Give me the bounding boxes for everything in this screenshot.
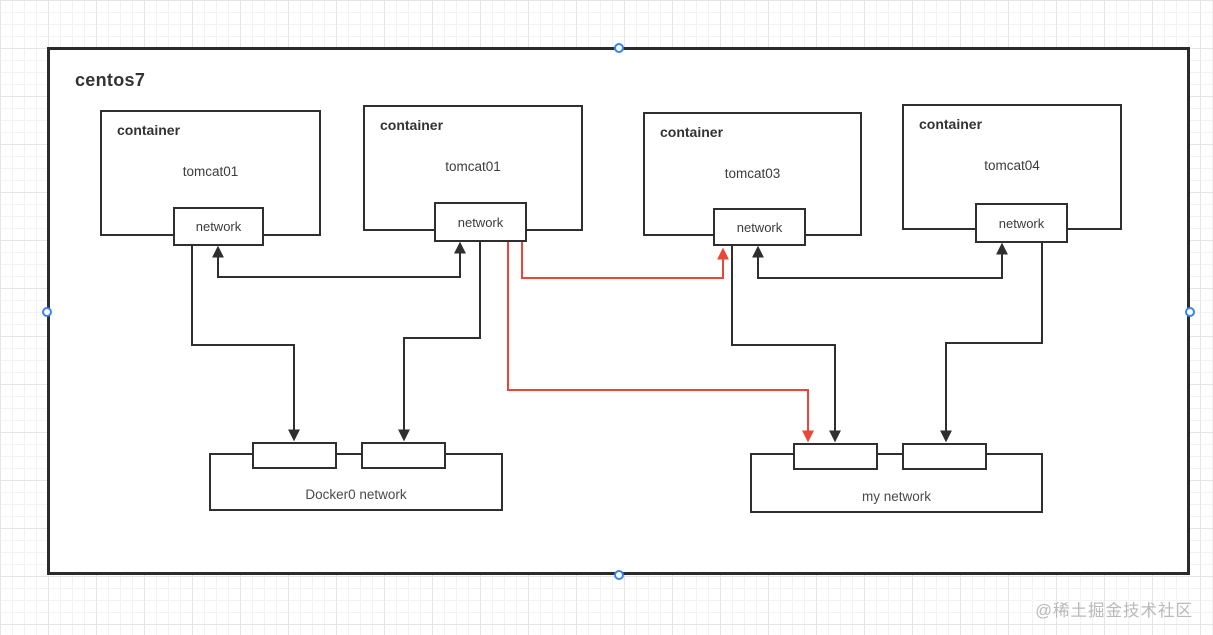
container-name: tomcat03: [724, 166, 781, 181]
bridge-port-docker0-right[interactable]: [361, 442, 446, 469]
watermark: @稀土掘金技术社区: [1035, 602, 1193, 620]
bridge-label: Docker0 network: [305, 487, 407, 502]
container-title: container: [117, 122, 181, 138]
container-title: container: [380, 117, 444, 133]
network-box-1[interactable]: network: [173, 207, 264, 246]
container-name: tomcat01: [445, 159, 501, 174]
container-name: tomcat04: [984, 158, 1040, 173]
container-title: container: [660, 124, 724, 140]
bridge-label: my network: [861, 489, 932, 504]
bridge-box-docker0-network[interactable]: Docker0 network: [209, 453, 503, 511]
network-box-2[interactable]: network: [434, 202, 527, 242]
container-name: tomcat01: [182, 164, 239, 179]
network-label: network: [736, 219, 783, 235]
bridge-port-mynetwork-right[interactable]: [902, 443, 987, 470]
bridge-port-mynetwork-left[interactable]: [793, 443, 878, 470]
selection-handle-bottom[interactable]: [614, 570, 624, 580]
bridge-port-docker0-left[interactable]: [252, 442, 337, 469]
selection-handle-left[interactable]: [42, 307, 52, 317]
selection-handle-top[interactable]: [614, 43, 624, 53]
network-label: network: [457, 214, 504, 230]
network-label: network: [998, 215, 1045, 231]
network-box-3[interactable]: network: [713, 208, 806, 246]
host-label: centos7: [75, 70, 146, 90]
container-title: container: [919, 116, 983, 132]
network-label: network: [195, 219, 242, 234]
network-box-4[interactable]: network: [975, 203, 1068, 243]
selection-handle-right[interactable]: [1185, 307, 1195, 317]
